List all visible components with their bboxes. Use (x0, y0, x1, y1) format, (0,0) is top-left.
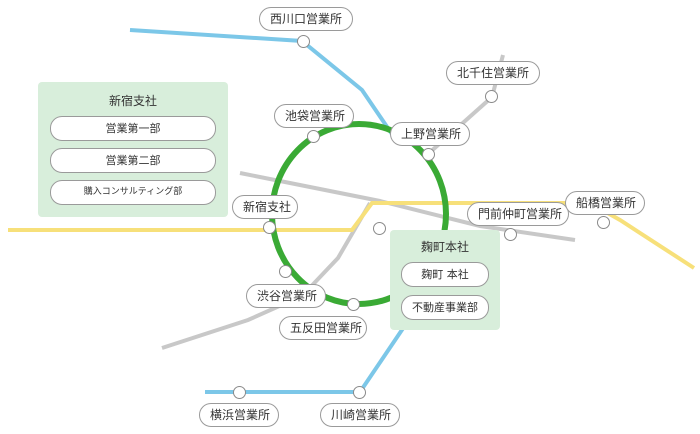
gray-line-west (239, 171, 576, 242)
label-funabashi[interactable]: 船橋営業所 (565, 191, 645, 215)
label-kawasaki[interactable]: 川崎営業所 (320, 403, 400, 427)
department-sales-1[interactable]: 営業第一部 (50, 116, 216, 141)
station-marker-nishikawaguchi[interactable] (297, 35, 310, 48)
label-ikebukuro[interactable]: 池袋営業所 (274, 104, 354, 128)
station-marker-ikebukuro[interactable] (307, 130, 320, 143)
station-marker-kitasenju[interactable] (485, 90, 498, 103)
station-marker-gotanda[interactable] (347, 298, 360, 311)
department-purchase-consulting[interactable]: 購入コンサルティング部 (50, 180, 216, 205)
station-marker-monzennakacho[interactable] (504, 228, 517, 241)
station-marker-kawasaki[interactable] (353, 386, 366, 399)
shinjuku-panel-title: 新宿支社 (108, 94, 157, 108)
station-marker-funabashi[interactable] (597, 216, 610, 229)
station-marker-shinjuku[interactable] (263, 221, 276, 234)
label-ueno[interactable]: 上野営業所 (390, 122, 470, 146)
department-real-estate[interactable]: 不動産事業部 (401, 295, 489, 320)
label-monzennakacho[interactable]: 門前仲町営業所 (467, 202, 569, 226)
label-nishikawaguchi[interactable]: 西川口営業所 (259, 7, 353, 31)
station-marker-shibuya[interactable] (279, 265, 292, 278)
station-marker-kojimachi[interactable] (373, 222, 386, 235)
label-gotanda[interactable]: 五反田営業所 (279, 316, 367, 340)
kojimachi-head-office-panel: 麹町本社 麹町 本社 不動産事業部 (390, 230, 500, 330)
station-marker-ueno[interactable] (422, 148, 435, 161)
label-yokohama[interactable]: 横浜営業所 (199, 403, 279, 427)
label-shibuya[interactable]: 渋谷営業所 (246, 284, 326, 308)
label-kitasenju[interactable]: 北千住営業所 (446, 61, 540, 85)
station-marker-yokohama[interactable] (233, 386, 246, 399)
department-kojimachi-head-office[interactable]: 麹町 本社 (401, 262, 489, 287)
label-shinjuku-branch[interactable]: 新宿支社 (232, 195, 298, 219)
shinjuku-branch-panel: 新宿支社 営業第一部 営業第二部 購入コンサルティング部 (38, 82, 228, 217)
blue-line-north (129, 28, 400, 145)
department-sales-2[interactable]: 営業第二部 (50, 148, 216, 173)
kojimachi-panel-title: 麹町本社 (420, 240, 469, 254)
